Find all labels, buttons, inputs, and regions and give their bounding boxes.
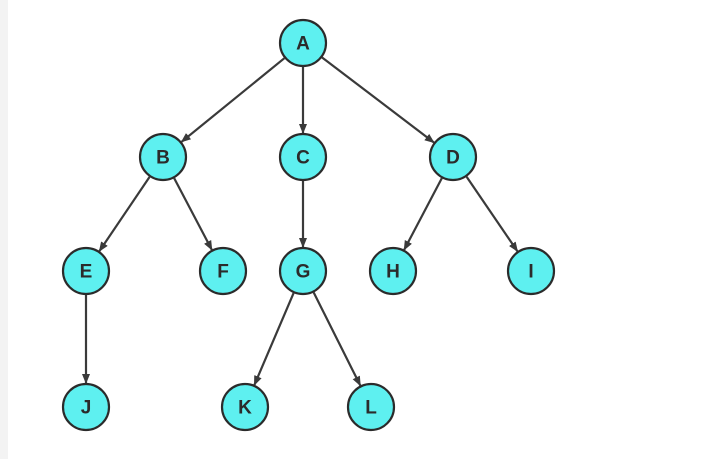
node-label: D: [446, 148, 460, 169]
node-circle: [368, 246, 418, 296]
node-label: J: [81, 398, 92, 419]
node-j: J: [61, 382, 111, 432]
node-label: F: [217, 262, 229, 283]
edge-b-f: [173, 177, 213, 251]
edge-b-e: [98, 176, 151, 252]
node-h: H: [368, 246, 418, 296]
edge-d-h: [403, 177, 443, 251]
node-label: G: [296, 262, 311, 283]
node-c: C: [278, 132, 328, 182]
edge-a-b: [180, 57, 286, 143]
nodes-layer: A B C D E F G H I J K L: [61, 18, 556, 432]
node-label: A: [296, 34, 310, 55]
left-border-strip: [0, 0, 8, 459]
node-circle: [198, 246, 248, 296]
node-label: B: [156, 148, 170, 169]
node-g: G: [278, 246, 328, 296]
edge-g-k: [253, 292, 295, 386]
node-label: H: [386, 262, 400, 283]
node-d: D: [428, 132, 478, 182]
node-circle: [61, 246, 111, 296]
node-f: F: [198, 246, 248, 296]
node-label: E: [80, 262, 93, 283]
node-a: A: [278, 18, 328, 68]
node-circle: [278, 246, 328, 296]
edge-d-i: [465, 176, 519, 253]
node-circle: [61, 382, 111, 432]
node-i: I: [506, 246, 556, 296]
node-circle: [346, 382, 396, 432]
node-label: L: [365, 398, 377, 419]
node-circle: [220, 382, 270, 432]
node-label: I: [528, 262, 533, 283]
node-circle: [278, 18, 328, 68]
node-label: K: [238, 398, 252, 419]
node-circle: [506, 246, 556, 296]
edges-layer: [82, 56, 519, 387]
node-label: C: [296, 148, 310, 169]
node-circle: [278, 132, 328, 182]
node-circle: [428, 132, 478, 182]
edge-g-l: [312, 292, 362, 387]
node-k: K: [220, 382, 270, 432]
node-e: E: [61, 246, 111, 296]
node-b: B: [138, 132, 188, 182]
node-l: L: [346, 382, 396, 432]
node-circle: [138, 132, 188, 182]
edge-a-d: [321, 56, 435, 144]
